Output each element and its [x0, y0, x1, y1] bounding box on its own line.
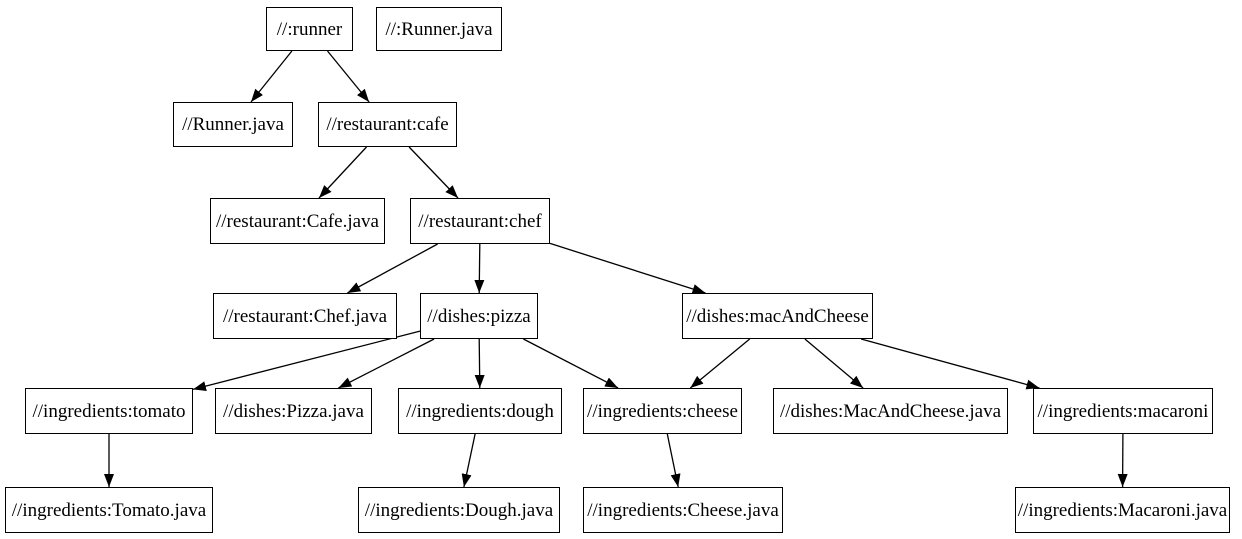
edge-mac_and_cheese-to-mac_and_cheese_java: [804, 338, 864, 389]
graph-node-mac_and_cheese: //dishes:macAndCheese: [682, 293, 873, 339]
graph-node-chef_java: //restaurant:Chef.java: [213, 293, 397, 339]
graph-node-dough: //ingredients:dough: [398, 388, 562, 434]
edge-chef-to-pizza: [474, 243, 485, 294]
graph-node-cafe: //restaurant:cafe: [318, 102, 457, 147]
edge-pizza-to-tomato: [192, 330, 421, 392]
graph-node-runner_java: //Runner.java: [173, 102, 293, 147]
graph-node-pizza: //dishes:pizza: [420, 293, 538, 339]
edge-pizza-to-pizza_java: [338, 338, 435, 389]
graph-node-dough_java: //ingredients:Dough.java: [358, 487, 560, 533]
edge-chef-to-mac_and_cheese: [549, 242, 706, 294]
edge-cheese-to-cheese_java: [666, 433, 681, 488]
edge-pizza-to-cheese: [523, 338, 619, 389]
graph-node-pizza_java: //dishes:Pizza.java: [215, 388, 372, 434]
graph-node-mac_and_cheese_java: //dishes:MacAndCheese.java: [773, 388, 1008, 434]
graph-node-runner: //:runner: [266, 7, 353, 51]
edge-cafe-to-cafe_java: [318, 146, 367, 199]
graph-node-cheese_java: //ingredients:Cheese.java: [583, 487, 783, 533]
edge-cafe-to-chef: [408, 146, 459, 199]
edge-runner-to-runner_java: [250, 50, 293, 103]
edge-mac_and_cheese-to-macaroni: [860, 338, 1040, 390]
graph-node-cafe_java: //restaurant:Cafe.java: [210, 198, 385, 244]
graph-node-macaroni_java: //ingredients:Macaroni.java: [1015, 487, 1230, 533]
graph-node-macaroni: //ingredients:macaroni: [1033, 388, 1213, 434]
edge-dough-to-dough_java: [461, 433, 476, 488]
graph-node-tomato: //ingredients:tomato: [25, 388, 193, 434]
graph-node-tomato_java: //ingredients:Tomato.java: [5, 487, 213, 533]
graph-node-chef: //restaurant:chef: [410, 198, 550, 244]
edge-pizza-to-dough: [474, 338, 485, 389]
edge-mac_and_cheese-to-cheese: [689, 338, 751, 389]
edge-runner-to-cafe: [326, 50, 370, 103]
edge-chef-to-chef_java: [347, 243, 438, 294]
graph-node-cheese: //ingredients:cheese: [583, 388, 742, 434]
graph-node-root_runner_java: //:Runner.java: [376, 7, 502, 51]
